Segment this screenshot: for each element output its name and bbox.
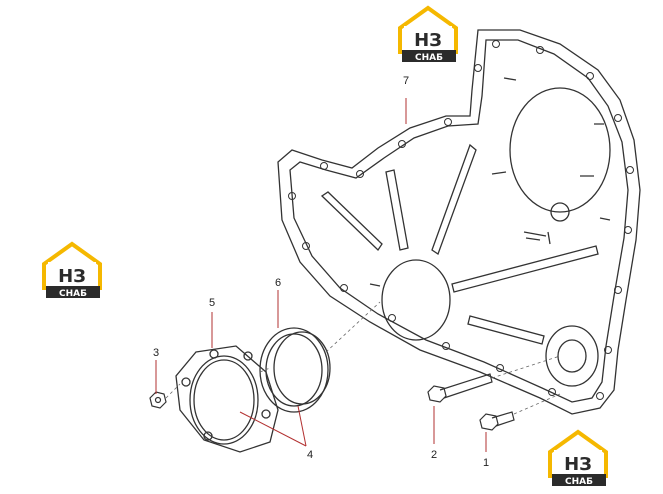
nut-part-3 (149, 391, 167, 409)
logo-bottom-text: СНАБ (59, 289, 87, 299)
brand-logo-left: НЗ СНАБ (42, 241, 102, 299)
assembly-centerlines (165, 301, 561, 415)
callout-2: 2 (431, 449, 437, 461)
callout-3: 3 (153, 347, 159, 359)
brand-logo-top: НЗ СНАБ (398, 5, 458, 63)
callout-7: 7 (403, 75, 409, 87)
bolt-part-1 (479, 411, 515, 431)
logo-top-text: НЗ (564, 454, 592, 475)
seal-carrier-part-5 (175, 345, 279, 453)
callout-6: 6 (275, 277, 281, 289)
logo-top-text: НЗ (414, 30, 442, 51)
callout-leaders (155, 98, 487, 452)
callout-1: 1 (483, 457, 489, 469)
logo-bottom-text: СНАБ (415, 53, 443, 63)
front-gear-cover (277, 29, 641, 415)
oil-seal-part-6 (259, 327, 331, 413)
logo-bottom-text: СНАБ (565, 477, 593, 487)
callout-5: 5 (209, 297, 215, 309)
logo-top-text: НЗ (58, 266, 86, 287)
bolt-part-2 (427, 373, 493, 403)
brand-logo-bottom: НЗ СНАБ (548, 429, 608, 487)
callout-4: 4 (307, 449, 313, 461)
